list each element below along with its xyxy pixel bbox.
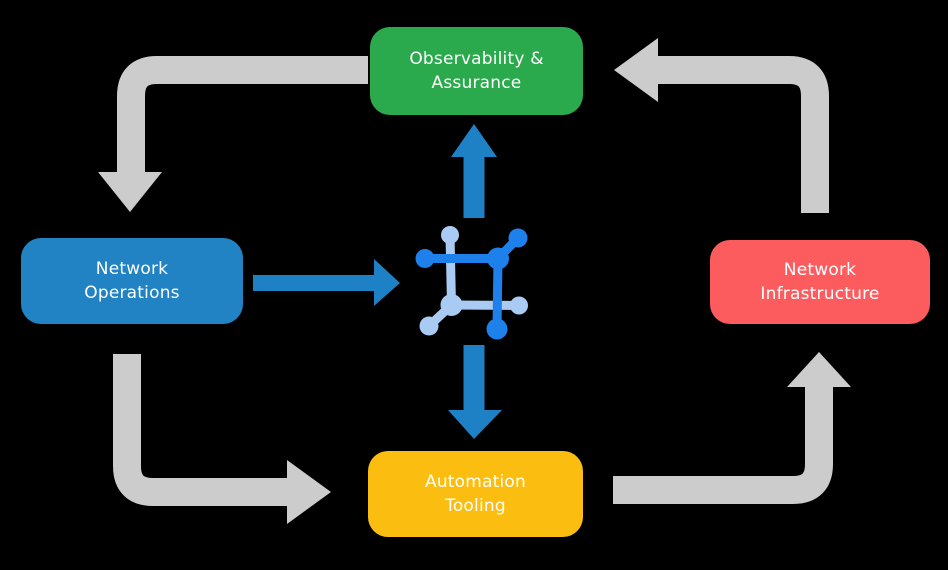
- arrow-hub-to-automation: [448, 345, 502, 439]
- icon-dark-dots: [415, 228, 528, 340]
- arrow-infrastructure-to-observability: [614, 38, 829, 213]
- arrow-operations-to-hub: [253, 259, 400, 306]
- arrow-elbow: [113, 354, 287, 506]
- node-label: Observability & Assurance: [409, 49, 544, 93]
- arrow-hub-to-observability: [451, 124, 497, 218]
- network-fabric-icon: [415, 226, 528, 340]
- arrow-automation-to-infrastructure: [613, 352, 851, 504]
- arrow-head-up-icon: [451, 124, 497, 157]
- arrow-elbow: [117, 56, 368, 172]
- arrow-head-down-icon: [448, 410, 502, 439]
- node-automation-tooling: Automation Tooling: [368, 451, 583, 537]
- node-network-infrastructure: Network Infrastructure: [710, 240, 930, 324]
- arrow-head-right-icon: [374, 259, 400, 306]
- arrow-head-down-icon: [98, 172, 162, 212]
- arrow-observability-to-operations: [98, 56, 368, 212]
- node-network-operations: Network Operations: [21, 238, 243, 324]
- arrow-head-right-icon: [287, 460, 331, 524]
- arrow-head-up-icon: [787, 352, 851, 387]
- icon-light-dots: [419, 226, 528, 336]
- node-label: Network Infrastructure: [760, 260, 880, 304]
- node-observability-assurance: Observability & Assurance: [370, 27, 583, 115]
- arrow-elbow: [613, 387, 833, 504]
- arrow-operations-to-automation: [113, 354, 331, 524]
- arrow-elbow: [658, 56, 829, 213]
- arrow-head-left-icon: [614, 38, 658, 102]
- node-label: Network Operations: [84, 259, 180, 303]
- node-label: Automation Tooling: [424, 472, 526, 516]
